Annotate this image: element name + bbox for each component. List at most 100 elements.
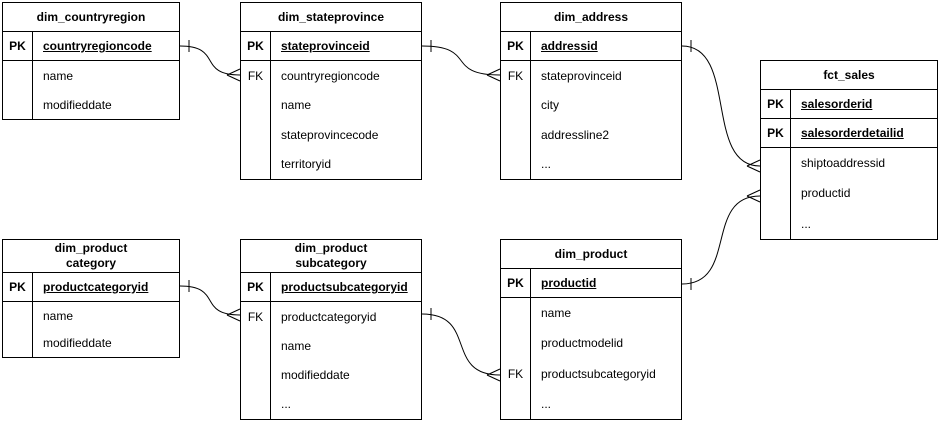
field-name: ... <box>541 396 552 411</box>
relationship-dim_countryregion-dim_stateprovince[interactable] <box>179 40 241 82</box>
attribute-row-modifieddate: modifieddate <box>3 90 179 119</box>
many-cardinality-crow-foot-icon <box>226 308 241 322</box>
key-label: PK <box>3 32 33 60</box>
field-name: productcategoryid <box>281 309 377 324</box>
relationship-dim_product-fct_sales[interactable] <box>681 189 761 290</box>
key-label <box>761 208 791 239</box>
field-name: name <box>43 308 74 323</box>
relationship-dim_stateprovince-dim_address[interactable] <box>421 40 501 82</box>
key-label: PK <box>241 32 271 60</box>
key-label <box>501 388 531 419</box>
field-name: modifieddate <box>43 97 112 112</box>
attribute-row-addressline2: addressline2 <box>501 120 681 150</box>
key-label: PK <box>501 269 531 297</box>
entity-title-line: category <box>65 256 117 270</box>
key-label: FK <box>241 61 271 91</box>
attribute-row-: ... <box>501 149 681 179</box>
attribute-row-stateprovincecode: stateprovincecode <box>241 120 421 150</box>
field-name: name <box>43 68 74 83</box>
key-label: FK <box>501 61 531 91</box>
entity-title-line: dim_stateprovince <box>277 9 385 24</box>
field-name: salesorderdetailid <box>801 126 904 140</box>
key-label <box>501 298 531 329</box>
many-cardinality-crow-foot-icon <box>226 68 241 82</box>
key-label <box>241 120 271 150</box>
field-name: salesorderid <box>801 97 873 111</box>
attribute-row-territoryid: territoryid <box>241 149 421 179</box>
many-cardinality-crow-foot-icon <box>486 68 501 82</box>
entity-title: dim_stateprovince <box>241 3 421 32</box>
key-label <box>761 148 791 179</box>
relationship-dim_productcategory-dim_productsubcategory[interactable] <box>179 280 241 322</box>
key-label <box>241 90 271 120</box>
key-label <box>3 61 33 90</box>
key-label <box>3 302 33 330</box>
attribute-row-city: city <box>501 90 681 120</box>
key-label <box>501 90 531 120</box>
relationship-dim_productsubcategory-dim_product[interactable] <box>421 308 501 382</box>
key-label <box>241 149 271 179</box>
entity-title: dim_countryregion <box>3 3 179 32</box>
key-label: PK <box>3 273 33 301</box>
entity-title-line: dim_product <box>294 241 368 255</box>
many-cardinality-crow-foot-icon <box>746 189 761 203</box>
entity-title-line: subcategory <box>295 256 367 270</box>
field-name: stateprovincecode <box>281 127 379 142</box>
field-name: stateprovinceid <box>541 68 622 83</box>
key-label <box>3 329 33 357</box>
attribute-row-productmodelid: productmodelid <box>501 328 681 359</box>
attribute-row-modifieddate: modifieddate <box>241 360 421 390</box>
field-name: modifieddate <box>43 336 112 351</box>
field-name: ... <box>281 397 292 412</box>
field-name: productsubcategoryid <box>541 366 656 381</box>
pk-row-salesorderdetailid: PK salesorderdetailid <box>761 119 937 148</box>
key-label <box>241 360 271 390</box>
field-name: city <box>541 98 559 113</box>
field-name: productid <box>541 276 597 290</box>
key-label <box>241 389 271 419</box>
entity-title: dim_product <box>501 240 681 269</box>
key-label: PK <box>241 273 271 301</box>
field-name: ... <box>541 157 552 172</box>
field-name: countryregioncode <box>281 68 380 83</box>
field-name: stateprovinceid <box>281 39 370 53</box>
many-cardinality-crow-foot-icon <box>746 159 761 173</box>
field-name: modifieddate <box>281 368 350 383</box>
attribute-row-productsubcategoryid: FK productsubcategoryid <box>501 358 681 389</box>
key-label <box>501 120 531 150</box>
field-name: name <box>541 306 572 321</box>
attribute-row-name: name <box>241 90 421 120</box>
key-label: PK <box>761 119 791 147</box>
attribute-row-: ... <box>501 388 681 419</box>
many-cardinality-crow-foot-icon <box>486 368 501 382</box>
attribute-row-: ... <box>241 389 421 419</box>
attribute-row-name: name <box>241 331 421 361</box>
attribute-row-name: name <box>3 302 179 330</box>
field-name: territoryid <box>281 157 332 172</box>
key-label <box>501 328 531 359</box>
attribute-row-name: name <box>3 61 179 90</box>
key-label <box>761 178 791 209</box>
entity-title-line: dim_product <box>554 246 628 261</box>
key-label: FK <box>501 358 531 389</box>
key-label <box>3 90 33 119</box>
field-name: countryregioncode <box>43 39 152 53</box>
relationship-dim_address-fct_sales[interactable] <box>681 40 761 173</box>
